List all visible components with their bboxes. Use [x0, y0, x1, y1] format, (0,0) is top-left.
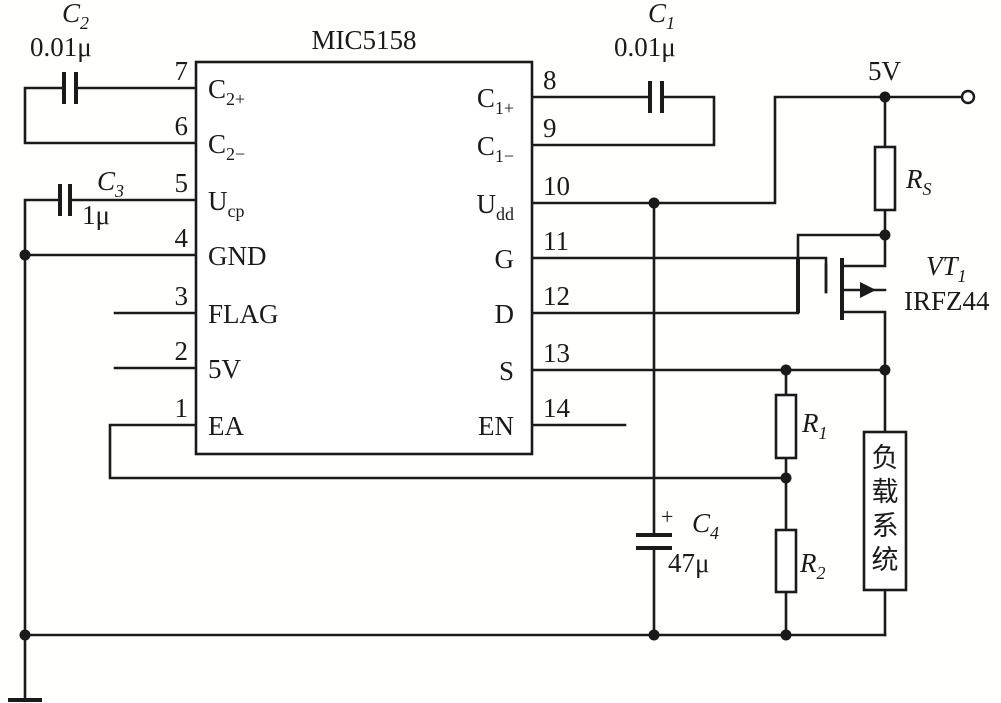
junction-dot [780, 364, 792, 376]
wire-ea [108, 423, 788, 480]
capacitor-c3: C3 1μ [58, 166, 124, 230]
pin-number: 2 [175, 336, 189, 366]
junction-dot [780, 472, 792, 484]
pin-name: Udd [477, 189, 515, 224]
vt1-symbol: VT1 [926, 251, 967, 286]
wire-mosfet-source [840, 310, 887, 374]
load-char: 负 [872, 443, 899, 474]
pin-number: 12 [543, 281, 570, 311]
pin-number: 5 [175, 168, 189, 198]
pin-number: 13 [543, 338, 570, 368]
wire-gate [530, 256, 828, 294]
junction-dot [879, 364, 891, 376]
pin-name: S [499, 356, 514, 386]
r2-symbol: R2 [799, 548, 826, 583]
pin-name: FLAG [208, 299, 279, 329]
pin-number: 4 [175, 223, 189, 253]
capacitor-c2: C2 0.01μ [30, 0, 92, 104]
junction-dot [648, 629, 660, 641]
pin-number: 3 [175, 281, 189, 311]
load-char: 系 [872, 511, 899, 542]
terminal-icon [960, 89, 976, 105]
supply-label: 5V [868, 56, 902, 86]
pin-number: 11 [543, 226, 569, 256]
mic5158-chip [194, 60, 534, 456]
pin-name: 5V [208, 354, 242, 384]
junction-dot [648, 197, 660, 209]
c1-value: 0.01μ [614, 32, 676, 62]
junction-dot [879, 91, 891, 103]
c3-value: 1μ [82, 200, 110, 230]
load-label: 负载系统 [872, 443, 899, 576]
c4-symbol: C4 [692, 508, 719, 543]
resistor-r2: R2 [774, 528, 826, 594]
junctions [19, 91, 891, 641]
wire-drain-top [796, 233, 887, 260]
c3-symbol: C3 [97, 166, 124, 201]
pin-name: EN [478, 411, 514, 441]
pin-name: C1− [477, 131, 514, 166]
pin-name: GND [208, 241, 267, 271]
junction-dot [879, 229, 891, 241]
wire-c2 [23, 86, 198, 145]
wires [23, 86, 964, 702]
wire-mosfet-drain [840, 233, 887, 268]
junction-dot [780, 629, 792, 641]
pin-name: D [495, 299, 515, 329]
load-system: 负载系统 [862, 430, 908, 592]
pin-name: Ucp [208, 186, 245, 221]
wire-udd [530, 95, 887, 205]
pin-number: 14 [543, 393, 571, 423]
chip-name: MIC5158 [311, 25, 416, 55]
pin-name: C2− [208, 129, 245, 164]
pin-number: 7 [175, 56, 189, 86]
vt1-model: IRFZ44 [904, 286, 990, 316]
junction-dot [19, 249, 31, 261]
resistor-rs: RS [873, 145, 932, 212]
junction-dot [19, 629, 31, 641]
pin-number: 8 [543, 65, 557, 95]
pin-name: G [495, 244, 515, 274]
mosfet-vt1: VT1 IRFZ44 [796, 251, 990, 320]
pin-name: C2+ [208, 74, 245, 109]
arrow-icon [860, 282, 876, 298]
c1-symbol: C1 [648, 0, 675, 33]
c4-polarity: + [661, 504, 673, 529]
load-char: 载 [872, 477, 899, 508]
wire-c3 [23, 198, 198, 637]
capacitor-c1: C1 0.01μ [614, 0, 676, 113]
resistor-r1: R1 [774, 393, 828, 460]
pin-name: EA [208, 411, 244, 441]
pin-name: C1+ [477, 83, 514, 118]
pin-number: 6 [175, 111, 189, 141]
capacitor-c4: + C4 47μ [636, 504, 719, 578]
c2-symbol: C2 [62, 0, 89, 33]
c2-value: 0.01μ [30, 32, 92, 62]
pin-number: 10 [543, 171, 570, 201]
supply-terminal: 5V [868, 56, 976, 105]
c4-value: 47μ [668, 548, 709, 578]
wire-c1 [530, 95, 716, 147]
rs-symbol: RS [905, 164, 932, 199]
load-char: 统 [872, 545, 899, 576]
pin-number: 9 [543, 113, 557, 143]
r1-symbol: R1 [801, 408, 828, 443]
pin-number: 1 [175, 393, 189, 423]
